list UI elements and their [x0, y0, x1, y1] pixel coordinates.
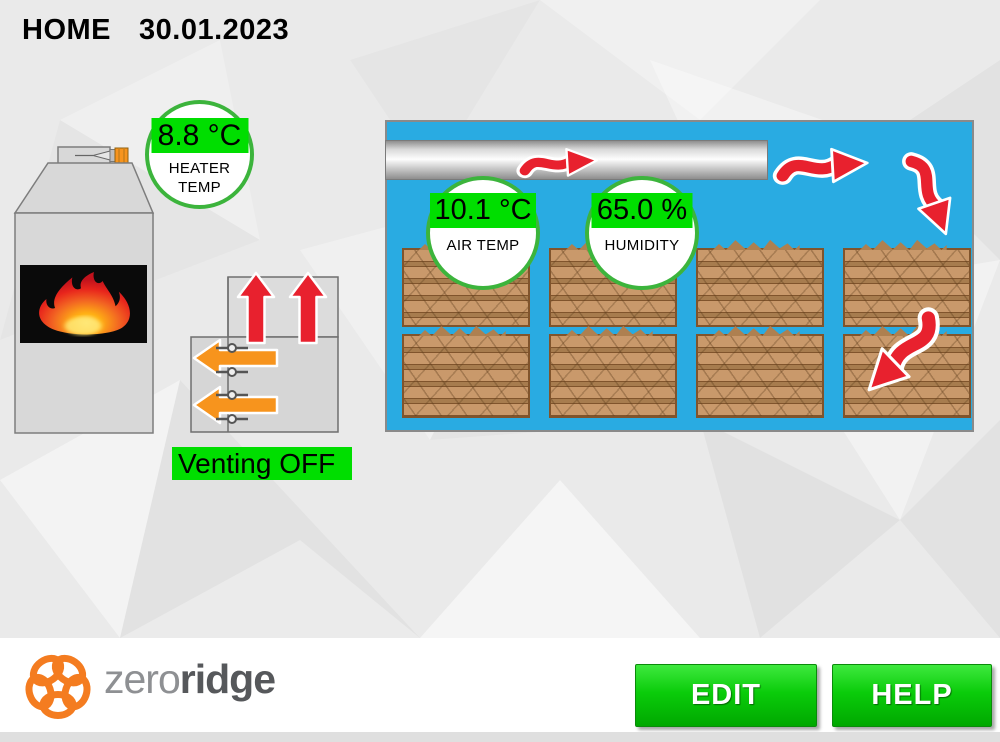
air-temp-label: AIR TEMP: [446, 237, 520, 254]
humidity-badge: 65.0 % HUMIDITY: [585, 176, 699, 290]
exhaust-up-arrow-icon: [288, 271, 328, 345]
damper-icon: [216, 343, 248, 353]
footer-bar: zeroridge EDIT HELP: [0, 638, 1000, 732]
burner-nozzle-icon: [75, 147, 129, 164]
heater-temp-label: HEATER TEMP: [168, 160, 231, 196]
vent-assembly: [190, 271, 339, 433]
help-button[interactable]: HELP: [832, 664, 992, 727]
timber-stack: [696, 334, 824, 418]
damper-icon: [216, 367, 248, 377]
page-header: HOME 30.01.2023: [22, 14, 289, 47]
timber-stack: [843, 248, 971, 327]
flame-icon: [39, 272, 130, 335]
vent-upper-box: [227, 276, 339, 338]
airflow-arrow-icon: [854, 313, 949, 402]
timber-stack: [402, 334, 530, 418]
brand-ridge: ridge: [179, 656, 276, 702]
timber-stack: [549, 334, 677, 418]
air-temp-value: 10.1 °C: [430, 193, 536, 228]
humidity-label: HUMIDITY: [604, 237, 680, 254]
page-date: 30.01.2023: [139, 14, 290, 46]
brand-wordmark: zeroridge: [104, 656, 276, 703]
airflow-arrow-icon: [783, 149, 868, 182]
heater-temp-value: 8.8 °C: [151, 118, 248, 153]
exhaust-up-arrow-icon: [236, 271, 276, 345]
zeroridge-logo-icon: [25, 654, 91, 719]
damper-icon: [216, 390, 248, 400]
timber-stack: [696, 248, 824, 327]
humidity-value: 65.0 %: [591, 193, 693, 228]
air-temp-badge: 10.1 °C AIR TEMP: [426, 176, 540, 290]
page-title: HOME: [22, 14, 111, 46]
airflow-arrow-icon: [905, 154, 959, 239]
airflow-arrow-icon: [525, 149, 597, 176]
heater-temp-badge: 8.8 °C HEATER TEMP: [145, 100, 254, 209]
edit-button[interactable]: EDIT: [635, 664, 817, 727]
brand-zero: zero: [104, 656, 181, 702]
heater-icon: [13, 146, 155, 434]
damper-icon: [216, 414, 248, 424]
venting-status-badge: Venting OFF: [172, 447, 352, 480]
bottom-strip: [0, 732, 1000, 742]
